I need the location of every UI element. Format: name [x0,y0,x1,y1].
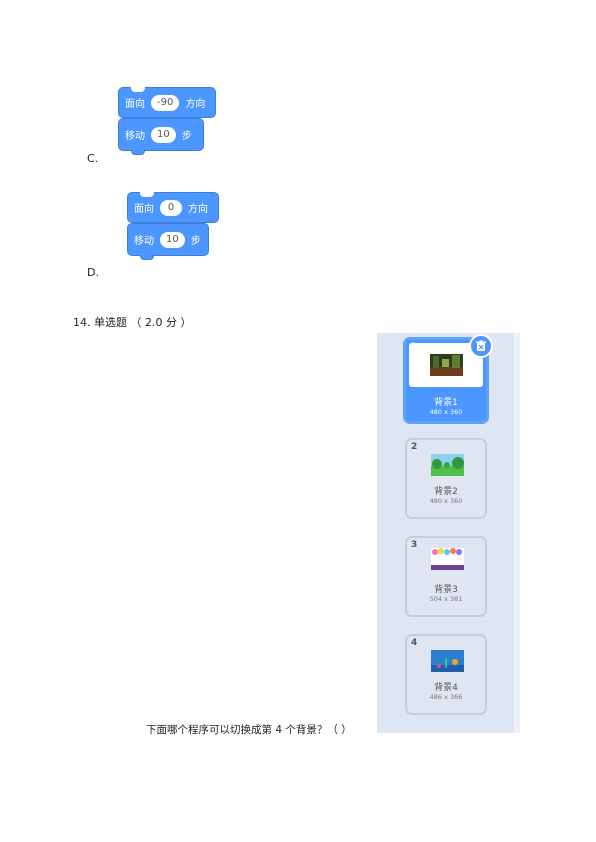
backdrop-card-4[interactable]: 4 背景4 486 x 366 [405,634,487,715]
backdrop-size: 486 x 366 [429,693,463,701]
block-word: 方向 [188,204,208,215]
direction-value-input[interactable]: -90 [151,94,180,111]
backdrop-card-2[interactable]: 2 背景2 480 x 360 [405,438,487,519]
backdrop-name: 背景3 [434,585,458,595]
option-letter-c: C. [87,152,99,165]
motion-block-move-steps-c[interactable]: 移动 10 步 [118,118,204,155]
steps-value-input[interactable]: 10 [160,231,185,248]
backdrop-name: 背景1 [434,398,458,408]
backdrop-name: 背景4 [434,683,458,693]
backdrop-size: 480 x 360 [429,497,463,505]
backdrop-number: 2 [411,442,418,452]
underwater-thumbnail-image [431,650,464,672]
backdrop-name: 背景2 [434,487,458,497]
delete-backdrop-button[interactable] [469,334,493,358]
backdrop-number: 4 [411,638,418,648]
party-balloons-thumbnail-image [431,548,464,570]
block-word: 步 [190,236,201,247]
panel-scrollbar[interactable] [514,333,520,733]
block-word: 方向 [185,99,206,110]
block-word: 移动 [125,131,145,142]
steps-value-input[interactable]: 10 [151,126,176,143]
motion-block-point-direction-d[interactable]: 面向 0 方向 [127,192,219,223]
block-word: 面向 [134,204,154,215]
motion-block-move-steps-d[interactable]: 移动 10 步 [127,223,209,260]
backdrop-card-3[interactable]: 3 背景3 504 x 381 [405,536,487,617]
meadow-thumbnail-image [431,454,464,476]
option-letter-d: D. [87,266,99,279]
question-header: 14. 单选题 （ 2.0 分 ） [73,316,192,329]
question-prompt: 下面哪个程序可以切换成第 4 个背景？（ ） [146,724,352,736]
block-word: 面向 [125,99,145,110]
backdrop-number: 1 [410,342,417,352]
block-word: 移动 [134,236,154,247]
trash-icon [476,340,486,351]
motion-block-point-direction-c[interactable]: 面向 -90 方向 [118,87,216,118]
backdrop-size: 480 x 360 [429,408,463,416]
block-word: 步 [181,131,192,142]
backdrop-number: 3 [411,540,418,550]
backdrop-size: 504 x 381 [429,595,463,603]
direction-value-input[interactable]: 0 [160,199,182,216]
forest-thumbnail-image [430,354,463,376]
